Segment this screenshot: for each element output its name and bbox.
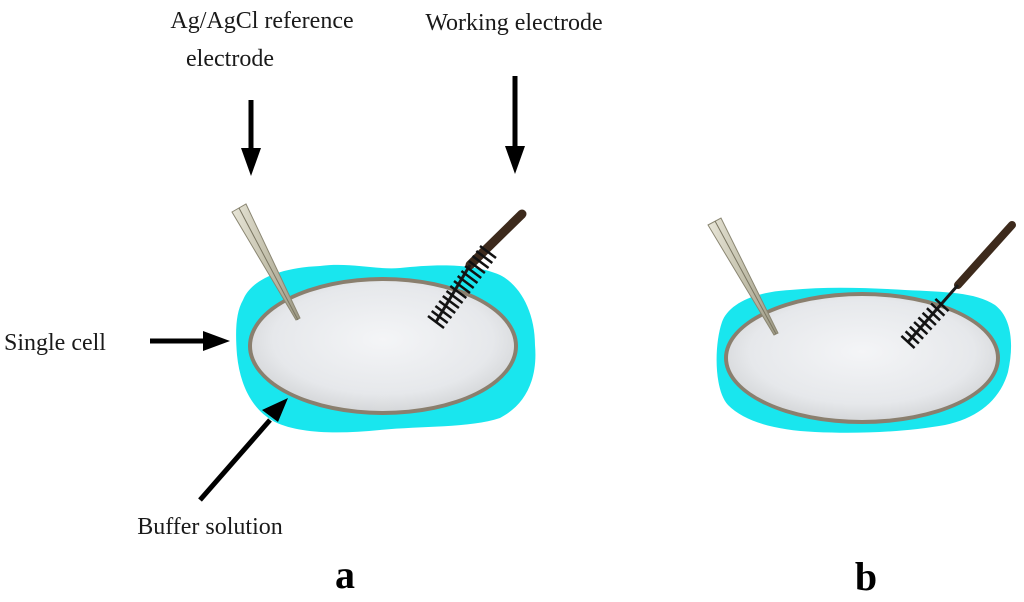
single-cell-a	[252, 281, 514, 411]
brush-bristle	[900, 334, 916, 350]
label-working-electrode: Working electrode	[425, 10, 602, 36]
brush-bristle	[449, 285, 468, 299]
brush-bristle	[442, 294, 460, 310]
reference-electrode-a	[231, 203, 301, 321]
brush-bristle	[917, 316, 933, 331]
brush-bristle	[430, 310, 449, 324]
working-electrode-b	[900, 221, 1016, 350]
arrow-buffer-solution	[198, 398, 288, 502]
brush-bristle	[909, 325, 924, 340]
label-buffer-solution: Buffer solution	[137, 514, 283, 540]
brush-bristle	[434, 304, 453, 320]
brush-bristle	[934, 297, 950, 313]
brush-bristle	[475, 250, 494, 264]
panel-letter-b: b	[855, 554, 877, 599]
brush-bristle	[468, 259, 486, 275]
label-reference-electrode-line2: electrode	[186, 46, 274, 72]
label-single-cell: Single cell	[4, 330, 106, 356]
label-reference-electrode-line1: Ag/AgCl reference	[170, 8, 353, 34]
brush-bristle	[471, 254, 490, 270]
panel-b	[707, 217, 1016, 433]
arrow-working-electrode	[505, 76, 525, 174]
brush-bristle	[921, 311, 937, 326]
brush-bristle	[913, 321, 929, 336]
working-electrode-a	[427, 209, 527, 329]
panel-a	[231, 203, 536, 433]
brush-bristle	[427, 315, 445, 329]
brush-bristle	[453, 280, 471, 294]
arrow-single-cell	[150, 331, 230, 351]
brush-bristle	[926, 307, 941, 322]
brush-bristle	[445, 289, 464, 305]
panel-letter-a: a	[335, 552, 355, 597]
brush-bristle	[456, 275, 475, 289]
brush-bristle	[464, 264, 482, 280]
brush-bristle	[479, 245, 497, 259]
reference-electrode-b	[707, 217, 779, 336]
arrow-reference-electrode	[241, 100, 261, 176]
brush-bristle	[930, 302, 946, 317]
brush-bristle	[438, 299, 456, 315]
brush-bristle	[904, 330, 920, 345]
brush-bristle	[460, 269, 479, 285]
